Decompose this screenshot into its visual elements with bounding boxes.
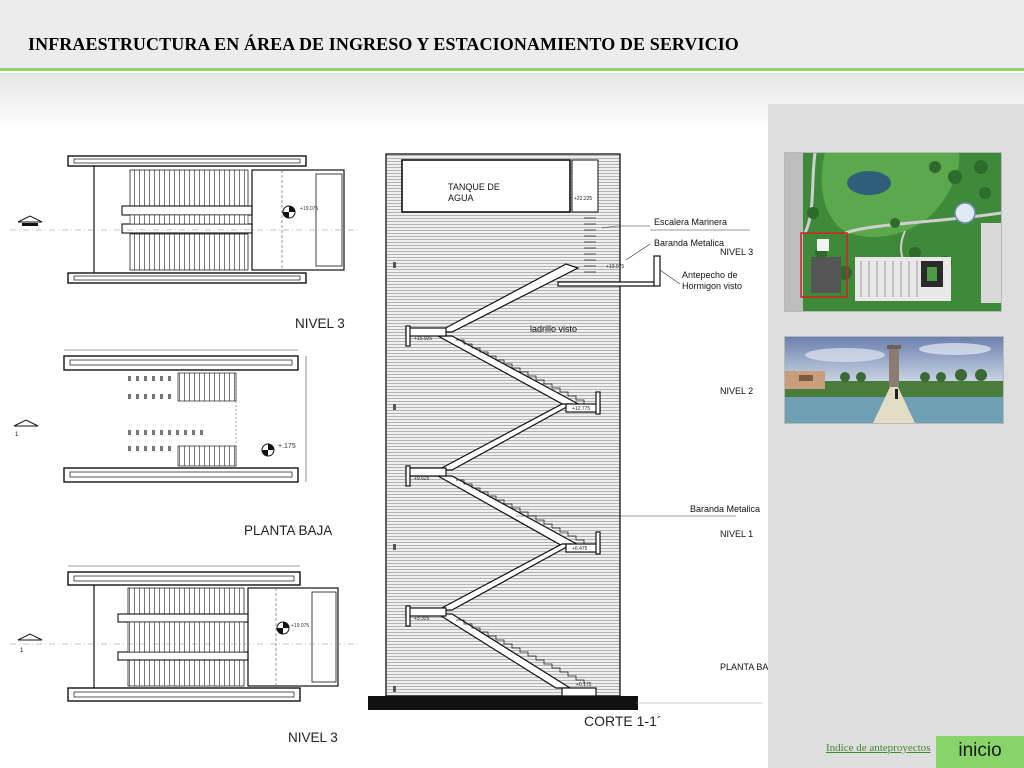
level-nivel-2: NIVEL 2 (720, 386, 753, 396)
elev-12775: +12.775 (572, 406, 590, 412)
annotation-railing-top: Baranda Metalica (654, 238, 724, 248)
planta-baja-label: PLANTA BAJA (244, 523, 332, 538)
floor-plans-drawing: +19.075 NIVEL 3 +.175 1 PLANTA BAJA (10, 155, 360, 745)
level-nivel-3: NIVEL 3 (720, 247, 753, 257)
plan-planta-baja: +.175 1 PLANTA BAJA (13, 349, 332, 538)
elev-19075: +19.075 (606, 264, 624, 270)
aerial-site-image (784, 152, 1002, 312)
nivel-3-top-label: NIVEL 3 (295, 316, 345, 331)
bottom-plan-elevation: +19.075 (291, 623, 309, 629)
elev-0175: +0.175 (576, 682, 592, 688)
tank-label-line2: AGUA (448, 193, 474, 203)
render-entrance-image (784, 336, 1004, 424)
elev-9625: +9.625 (414, 476, 430, 482)
index-anteproyectos-link[interactable]: Indice de anteproyectos (826, 742, 931, 754)
header-light-rule (0, 73, 1024, 74)
level-nivel-1: NIVEL 1 (720, 529, 753, 539)
axis-marker-bottom: 1 (20, 648, 24, 654)
section-caption: CORTE 1-1´ (584, 713, 662, 729)
header-bar (0, 0, 1024, 70)
annotation-railing-mid: Baranda Metalica (690, 504, 760, 514)
annotation-parapet-2: Hormigon visto (682, 281, 742, 291)
plan-nivel-3-bottom: +19.075 1 NIVEL 3 (10, 565, 360, 745)
elev-6475: +6.475 (572, 546, 588, 552)
top-plan-elevation: +19.075 (300, 206, 318, 212)
section-drawing: TANQUE DE AGUA +22.225 +19.075 +15.925 +… (368, 153, 768, 729)
water-tank (401, 159, 571, 213)
tower-brick-wall (385, 153, 621, 697)
brick-label: ladrillo visto (530, 324, 577, 334)
page-title: INFRAESTRUCTURA EN ÁREA DE INGRESO Y EST… (28, 34, 739, 54)
elev-15925: +15.925 (414, 336, 432, 342)
planta-baja-elevation: +.175 (278, 443, 296, 450)
stair-flights (435, 263, 585, 689)
tank-label-line1: TANQUE DE (448, 182, 500, 192)
elev-22225: +22.225 (574, 196, 592, 202)
foundation-slab (368, 696, 638, 710)
level-planta-baja: PLANTA BA (720, 662, 768, 672)
elev-3325: +3.325 (414, 616, 430, 622)
annotation-parapet-1: Antepecho de (682, 270, 738, 280)
highlight-box (800, 232, 848, 298)
header-green-rule (0, 68, 1024, 71)
plan-nivel-3-top: +19.075 NIVEL 3 (10, 155, 360, 331)
inicio-button[interactable]: inicio (936, 736, 1024, 768)
ladder-shaft (571, 159, 599, 213)
nivel-3-bottom-label: NIVEL 3 (288, 730, 338, 745)
annotation-ladder: Escalera Marinera (654, 217, 727, 227)
axis-marker-mid: 1 (15, 432, 19, 438)
stair-landings (405, 325, 601, 697)
